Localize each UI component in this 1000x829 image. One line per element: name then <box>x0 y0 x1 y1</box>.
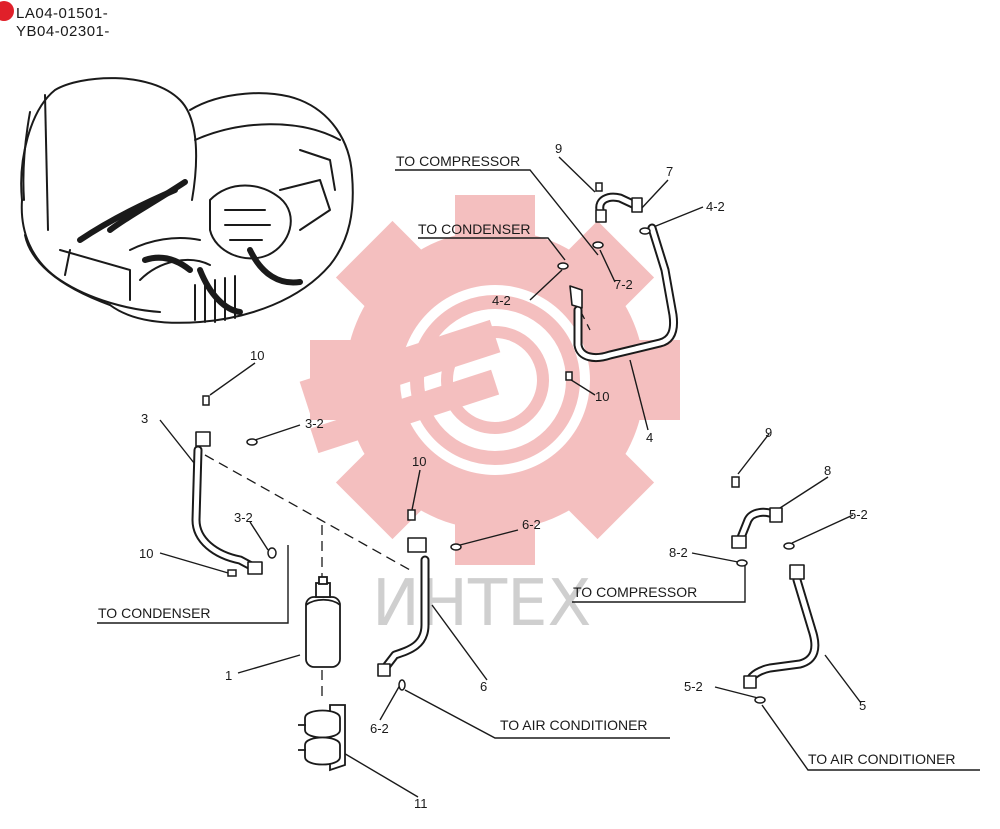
label-to-compressor-right: TO COMPRESSOR <box>573 584 697 600</box>
excavator-hoses <box>77 179 303 315</box>
callout-4-2-top: 4-2 <box>706 199 725 214</box>
small-parts-top <box>557 182 651 381</box>
callout-5-2-top: 5-2 <box>849 507 868 522</box>
callout-9-top: 9 <box>555 141 562 156</box>
serial-code-1: LA04-01501- <box>16 5 108 22</box>
callout-8-2: 8-2 <box>669 545 688 560</box>
callout-6-2-bottom: 6-2 <box>370 721 389 736</box>
label-to-condenser-top: TO CONDENSER <box>418 221 531 237</box>
callout-6-2-top: 6-2 <box>522 517 541 532</box>
receiver-drier <box>305 576 341 668</box>
callout-5-2-bottom: 5-2 <box>684 679 703 694</box>
watermark-gear <box>299 195 680 565</box>
drier-bracket <box>298 704 346 772</box>
callout-8: 8 <box>824 463 831 478</box>
hose-3 <box>191 431 263 575</box>
label-to-air-conditioner-right: TO AIR CONDITIONER <box>808 751 956 767</box>
callout-3: 3 <box>141 411 148 426</box>
callout-6: 6 <box>480 679 487 694</box>
excavator-illustration <box>20 77 354 324</box>
hose-assembly-4 <box>569 192 679 362</box>
callout-7: 7 <box>666 164 673 179</box>
watermark-text: ИНТЕХ <box>372 567 591 641</box>
callout-4-2-left: 4-2 <box>492 293 511 308</box>
small-parts-mid <box>398 509 462 691</box>
callout-10-left: 10 <box>250 348 264 363</box>
leader-lines <box>97 156 980 798</box>
callout-11: 11 <box>414 796 428 811</box>
hose-assembly-5 <box>731 507 820 689</box>
corner-marker-icon <box>0 1 14 21</box>
hose-6 <box>377 537 430 677</box>
callout-10-bottom-left: 10 <box>139 546 153 561</box>
callout-3-2-top: 3-2 <box>305 416 324 431</box>
small-parts-left <box>202 395 277 577</box>
callout-1: 1 <box>225 668 232 683</box>
label-to-air-conditioner-mid: TO AIR CONDITIONER <box>500 717 648 733</box>
callout-4: 4 <box>646 430 653 445</box>
callout-10-top: 10 <box>595 389 609 404</box>
label-to-compressor-top: TO COMPRESSOR <box>396 153 520 169</box>
callout-7-2: 7-2 <box>614 277 633 292</box>
callout-10-mid: 10 <box>412 454 426 469</box>
callout-3-2-bottom: 3-2 <box>234 510 253 525</box>
label-to-condenser-left: TO CONDENSER <box>98 605 211 621</box>
small-parts-right <box>731 476 795 704</box>
callout-9-right: 9 <box>765 425 772 440</box>
callout-5: 5 <box>859 698 866 713</box>
serial-code-2: YB04-02301- <box>16 23 110 40</box>
